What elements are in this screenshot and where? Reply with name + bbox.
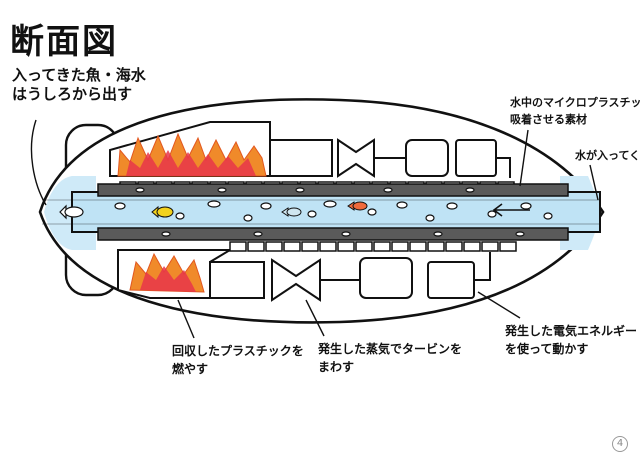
fish-grey xyxy=(59,204,84,220)
microplastic xyxy=(207,200,221,208)
microplastic xyxy=(243,214,253,222)
page-number: 4 xyxy=(612,436,628,452)
lower-flame-inner xyxy=(140,266,196,292)
label-burn-line1: 回収したプラスチックを xyxy=(172,344,304,358)
flow-arrow xyxy=(492,203,530,217)
microplastic xyxy=(323,200,337,208)
slot xyxy=(229,241,247,252)
fish-red xyxy=(347,201,368,211)
upper-steam-duct xyxy=(269,139,333,177)
label-steam-line2: まわす xyxy=(318,360,355,374)
lower-steam-duct xyxy=(209,261,265,299)
microplastic xyxy=(114,202,126,210)
upper-machinery xyxy=(269,138,511,178)
microplastic xyxy=(175,212,185,220)
leader-lines xyxy=(30,119,599,339)
lower-motor xyxy=(427,261,475,299)
microplastic xyxy=(543,212,553,220)
microplastics xyxy=(114,187,553,237)
absorbent-wall-upper xyxy=(97,183,569,197)
slot xyxy=(481,241,499,252)
label-power-line2: を使って動かす xyxy=(505,342,589,356)
channel-boundary xyxy=(42,199,600,225)
label-inlet-line2: はうしろから出す xyxy=(12,85,133,103)
microplastic xyxy=(161,231,171,237)
microplastic xyxy=(217,187,227,193)
slot xyxy=(391,241,409,252)
microplastic xyxy=(446,202,458,210)
label-steam: 発生した蒸気でタービンを まわす xyxy=(318,340,462,376)
lower-turbine xyxy=(271,258,321,302)
microplastic xyxy=(341,231,351,237)
microplastic xyxy=(253,231,263,237)
label-inlet-line1: 入ってきた魚・海水 xyxy=(12,66,146,84)
label-absorb-line2: 吸着させる素材 xyxy=(510,113,587,126)
microplastic xyxy=(396,201,408,209)
slot xyxy=(265,241,283,252)
upper-flame-inner xyxy=(126,150,256,176)
slot xyxy=(427,241,445,252)
leader-water xyxy=(589,164,599,201)
microplastic xyxy=(307,210,317,218)
fish-yellow xyxy=(151,205,174,219)
slot xyxy=(373,241,391,252)
fish-small-body xyxy=(286,207,302,217)
label-burn: 回収したプラスチックを 燃やす xyxy=(172,342,304,378)
fish-yellow-body xyxy=(156,206,174,218)
microplastic xyxy=(465,187,475,193)
leader-inlet xyxy=(30,119,47,206)
slot xyxy=(409,241,427,252)
slot xyxy=(283,241,301,252)
slot xyxy=(319,241,337,252)
leader-power xyxy=(477,291,521,319)
slot xyxy=(445,241,463,252)
leader-absorb xyxy=(519,129,529,187)
upper-generator xyxy=(405,139,449,177)
fish-grey-body xyxy=(64,206,84,218)
label-inlet: 入ってきた魚・海水 はうしろから出す xyxy=(12,66,146,104)
microplastic xyxy=(295,187,305,193)
microplastic xyxy=(367,208,377,216)
lower-cable xyxy=(474,252,491,281)
label-burn-line2: 燃やす xyxy=(172,362,209,376)
slot xyxy=(499,241,517,252)
lower-generator xyxy=(359,257,413,299)
upper-flames xyxy=(117,132,267,177)
slot xyxy=(355,241,373,252)
fish-small xyxy=(281,207,302,217)
slot xyxy=(337,241,355,252)
leader-burn xyxy=(177,299,195,339)
leader-steam xyxy=(305,299,325,337)
microplastic xyxy=(383,187,393,193)
label-absorb: 水中のマイクロプラスチックを 吸着させる素材 xyxy=(510,94,640,128)
water-channel xyxy=(71,191,601,233)
slot xyxy=(463,241,481,252)
microplastic xyxy=(515,231,525,237)
label-power: 発生した電気エネルギー を使って動かす xyxy=(505,322,637,358)
label-absorb-line1: 水中のマイクロプラスチックを xyxy=(510,96,640,109)
upper-turbine xyxy=(337,138,375,178)
label-power-line1: 発生した電気エネルギー xyxy=(505,324,638,338)
microplastic xyxy=(520,202,532,210)
slot xyxy=(301,241,319,252)
label-steam-line1: 発生した蒸気でタービンを xyxy=(318,342,463,356)
upper-motor xyxy=(455,139,497,177)
microplastic xyxy=(433,231,443,237)
page-title: 断面図 xyxy=(10,22,118,62)
lower-particle-slots xyxy=(229,241,517,252)
microplastic xyxy=(260,202,272,210)
lower-flames xyxy=(129,252,205,293)
lower-machinery xyxy=(209,252,491,302)
label-water-in: 水が入ってくる xyxy=(575,149,640,162)
upper-cable xyxy=(496,157,511,178)
microplastic xyxy=(487,210,497,218)
slot xyxy=(247,241,265,252)
microplastic xyxy=(425,214,435,222)
fish-red-body xyxy=(352,201,368,211)
microplastic xyxy=(135,187,145,193)
absorbent-wall-lower xyxy=(97,227,569,241)
